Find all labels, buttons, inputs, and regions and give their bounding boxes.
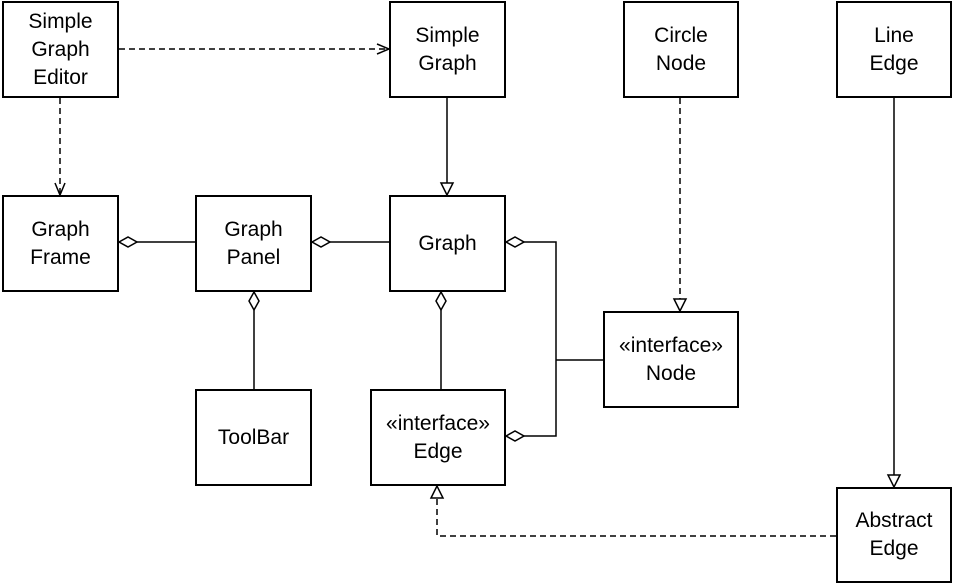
class-name-line: Simple bbox=[28, 9, 93, 33]
class-name-line: Node bbox=[655, 51, 707, 75]
class-name-line: Edge bbox=[869, 51, 919, 75]
class-name-line: Simple bbox=[415, 23, 480, 47]
aggregation-diamond-graph-panel-right bbox=[310, 236, 332, 248]
class-name-line: Frame bbox=[30, 245, 91, 269]
triangle-arrowhead-abstract-edge bbox=[886, 474, 902, 489]
class-name-line: Edge bbox=[869, 537, 919, 560]
class-graph-frame: Graph Frame bbox=[2, 195, 119, 292]
triangle-arrowhead-edge bbox=[429, 484, 445, 499]
interface-edge: «interface» Edge bbox=[370, 389, 506, 486]
class-name-line: ToolBar bbox=[217, 425, 290, 449]
class-line-edge: Line Edge bbox=[836, 1, 952, 98]
class-name-line: Graph bbox=[31, 217, 90, 241]
realization-line-abstract-edge-to-edge bbox=[436, 498, 836, 537]
class-name-line: Graph bbox=[31, 37, 90, 61]
class-name-line: Graph bbox=[224, 217, 283, 241]
class-circle-node: Circle Node bbox=[623, 1, 739, 98]
interface-node: «interface» Node bbox=[603, 311, 739, 408]
class-name-line: Graph bbox=[418, 231, 477, 255]
class-simple-graph-editor: Simple Graph Editor bbox=[2, 1, 119, 98]
class-abstract-edge: Abstract Edge bbox=[836, 487, 952, 583]
class-graph-panel: Graph Panel bbox=[195, 195, 312, 292]
class-name-line: Panel bbox=[226, 245, 281, 269]
class-name-line: Line bbox=[874, 23, 914, 47]
aggregation-line-graph-edge-bracket bbox=[524, 241, 557, 437]
aggregation-diamond-edge-right bbox=[504, 430, 526, 442]
triangle-arrowhead-node bbox=[672, 298, 688, 313]
aggregation-diamond-graph-panel-bottom bbox=[248, 290, 260, 312]
stereotype-label: «interface» bbox=[619, 333, 723, 357]
stereotype-label: «interface» bbox=[386, 411, 490, 435]
aggregation-diamond-graph-bottom bbox=[435, 290, 447, 312]
class-name-line: Editor bbox=[33, 65, 88, 89]
triangle-arrowhead-graph bbox=[439, 182, 455, 197]
class-toolbar: ToolBar bbox=[195, 389, 312, 486]
aggregation-diamond-graph-right bbox=[504, 236, 526, 248]
class-name-line: Node bbox=[645, 361, 697, 385]
class-graph: Graph bbox=[389, 195, 506, 292]
class-name-line: Circle bbox=[654, 23, 708, 47]
class-name-line: Graph bbox=[418, 51, 477, 75]
class-simple-graph: Simple Graph bbox=[389, 1, 506, 98]
class-name-line: Edge bbox=[413, 439, 463, 463]
aggregation-diamond-graph-frame bbox=[117, 236, 139, 248]
class-name-line: Abstract bbox=[855, 509, 933, 532]
